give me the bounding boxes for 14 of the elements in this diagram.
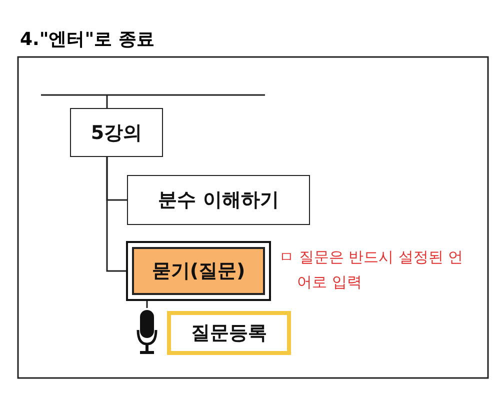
connector-line [106, 95, 108, 108]
process-box [70, 108, 163, 157]
connector-line [146, 301, 148, 308]
connector-line [106, 157, 126, 272]
node-label: 묻기(질문) [152, 259, 246, 284]
node-label: 분수 이해하기 [158, 188, 279, 213]
process-box [126, 241, 271, 301]
node-label: 질문등록 [191, 321, 267, 346]
microphone-icon [136, 308, 158, 356]
title: 4."엔터"로 종료 [20, 28, 154, 51]
result-box [167, 311, 291, 355]
node-label: 5강의 [90, 120, 142, 146]
note-text: ㅁ 질문은 반드시 설정된 언어로 입력 [279, 247, 464, 293]
process-box [127, 175, 310, 225]
